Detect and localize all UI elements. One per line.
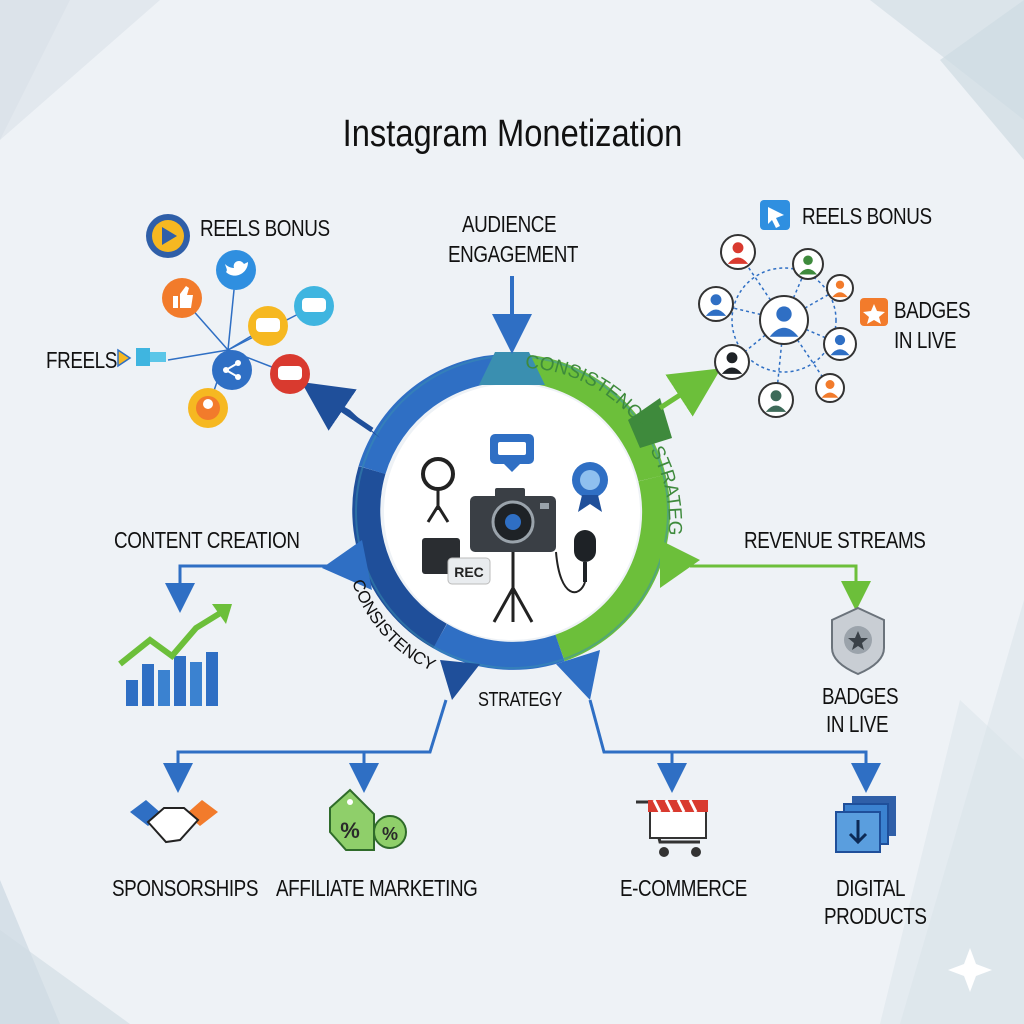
connector-revenue-streams (690, 564, 871, 611)
label-revenue-streams: REVENUE STREAMS (744, 527, 926, 553)
svg-text:%: % (382, 824, 398, 844)
label-ecommerce: E-COMMERCE (620, 875, 747, 901)
avatar-head (732, 242, 744, 254)
ring-label-strategy-bottom: STRATEGY (478, 689, 562, 711)
avatar-body (727, 257, 749, 264)
avatar-head (710, 294, 722, 306)
shopping-cart-icon (636, 799, 708, 857)
sparkle-icon (948, 948, 992, 992)
connector-content-creation (165, 564, 328, 613)
avatar-body (830, 349, 850, 356)
label-affiliate-marketing: AFFILIATE MARKETING (276, 875, 478, 901)
ring-light-icon (421, 457, 455, 523)
user-network-icon (698, 234, 857, 418)
rec-monitor-icon: REC (422, 538, 491, 585)
arrow-to-right-cluster (658, 368, 721, 417)
chat-bubble-icon (248, 306, 288, 346)
connector-bottom-right (588, 699, 881, 793)
label-reels-bonus-left: REELS BONUS (200, 215, 330, 241)
twitter-bird-icon (216, 250, 256, 290)
avatar-head (726, 352, 738, 364)
label-badges-right: BADGES (894, 297, 971, 323)
avatar-head (834, 334, 846, 346)
connector-bottom-left (163, 699, 448, 793)
avatar-body (769, 327, 799, 337)
microphone-icon (555, 530, 596, 594)
label-in-live-right: IN LIVE (894, 327, 957, 353)
share-icon (212, 350, 252, 390)
cursor-icon (760, 200, 790, 230)
chat-bubble-icon (270, 354, 310, 394)
avatar-head (835, 280, 845, 289)
camera-icon (470, 488, 556, 552)
label-engagement: ENGAGEMENT (448, 241, 579, 267)
label-freels: FREELS (46, 347, 117, 373)
avatar-head (770, 390, 782, 402)
avatar-head (776, 306, 792, 322)
label-products: PRODUCTS (824, 903, 927, 929)
award-badge-icon (572, 462, 608, 512)
growth-chart-icon (118, 604, 232, 706)
avatar-body (821, 392, 839, 398)
price-tag-icon: % % (329, 788, 407, 851)
thumbs-up-icon (162, 278, 202, 318)
handshake-icon (130, 800, 218, 844)
shield-badge-icon (831, 606, 885, 676)
rec-label: REC (454, 564, 484, 580)
svg-text:%: % (340, 818, 360, 843)
freels-play-icon (117, 348, 166, 368)
page-title: Instagram Monetization (342, 113, 682, 155)
avatar-body (721, 367, 743, 374)
avatar-head (825, 380, 835, 389)
avatar-head (803, 255, 813, 266)
chat-bubble-icon (490, 434, 534, 472)
avatar-body (799, 268, 817, 275)
label-content-creation: CONTENT CREATION (114, 527, 300, 553)
digital-download-icon (835, 796, 896, 853)
avatar-body (832, 292, 848, 298)
avatar-body (765, 405, 787, 412)
label-badges-bottom: BADGES (822, 683, 899, 709)
label-digital: DIGITAL (836, 875, 906, 901)
tripod-icon (492, 552, 534, 623)
label-in-live-bottom: IN LIVE (826, 711, 889, 737)
star-badge-icon (860, 298, 888, 326)
label-audience: AUDIENCE (462, 211, 557, 237)
avatar-body (705, 309, 727, 316)
chat-bubble-icon (294, 286, 334, 326)
label-reels-bonus-right: REELS BONUS (802, 203, 932, 229)
play-icon (146, 214, 190, 258)
user-icon (188, 388, 228, 428)
label-sponsorships: SPONSORSHIPS (112, 875, 258, 901)
arrow-to-left-cluster (301, 381, 374, 433)
